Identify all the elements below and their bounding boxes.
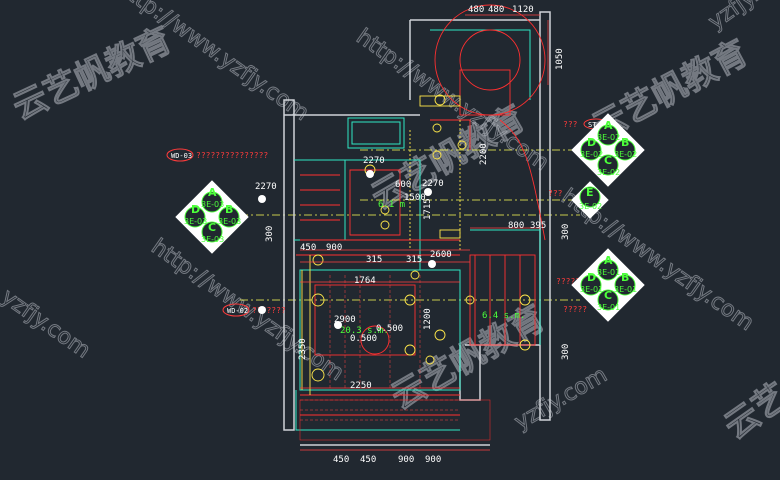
elevation-symbol-right-mid[interactable]: E 3E-02 (571, 181, 609, 219)
symbol-rt-code-3: 3E-02 (614, 150, 637, 159)
level-label-1: 0.500 (350, 334, 377, 344)
symbol-left-code-3: 3E-03 (218, 217, 241, 226)
symbol-rb-right: B (621, 271, 629, 284)
dim-1200: 1200 (423, 308, 433, 330)
symbol-rb-code-4: 3E-01 (597, 303, 620, 312)
dim-bottom-2: 450 (360, 455, 376, 465)
dim-2270-center: 2270 (363, 156, 385, 166)
watermark-url-short: yzfjy.com (0, 284, 95, 363)
symbol-left-code-1: 3E-03 (201, 200, 224, 209)
tag-wd03-label: WD-03 (171, 152, 192, 160)
symbol-rb-bottom: C (604, 289, 612, 302)
note-q1: ??? (563, 120, 578, 129)
watermark-cn: 云艺帆教育 (7, 20, 178, 128)
level-label-2: 0.500 (376, 324, 403, 334)
symbol-rt-left: D (587, 136, 596, 149)
symbol-rb-code-1: 3E-01 (597, 268, 620, 277)
watermark-fragment: 云艺 (717, 376, 780, 448)
dim-1715: 1715 (423, 198, 433, 220)
level-markers (258, 170, 436, 329)
dim-450: 450 (300, 243, 316, 253)
dim-300-right-top: 300 (561, 224, 571, 240)
dim-315-a: 315 (366, 255, 382, 265)
dim-2600: 2600 (430, 250, 452, 260)
dim-bottom-3: 900 (398, 455, 414, 465)
dim-1764: 1764 (354, 276, 376, 286)
dim-2200: 2200 (479, 143, 489, 165)
symbol-rm-letter: E (586, 186, 594, 199)
dim-900: 900 (326, 243, 342, 253)
symbol-left-bottom: C (208, 221, 216, 234)
tag-wd02[interactable]: WD-02 ??????? (222, 303, 286, 317)
dim-top-2: 480 (488, 5, 504, 15)
dim-top-1: 480 (468, 5, 484, 15)
elevation-symbol-left[interactable]: A D B C 3E-03 3E-03 3E-03 3E-03 (175, 180, 249, 254)
area-label-bath: 6.1 m (378, 200, 405, 210)
symbol-rb-code-3: 3E-01 (614, 285, 637, 294)
elevation-symbol-right-top[interactable]: A D B C 3E-02 3E-02 3E-02 3E-02 (571, 113, 645, 187)
symbol-left-left: D (191, 203, 200, 216)
note-q3: ????? (563, 305, 587, 314)
floor-pattern-dots (299, 399, 491, 441)
watermark-url-short: yzfjy.com (704, 0, 780, 35)
symbol-left-top: A (208, 186, 217, 199)
dim-bottom-4: 900 (425, 455, 441, 465)
symbol-left-right: B (225, 203, 233, 216)
dim-1500: 1500 (404, 193, 426, 203)
dim-2250: 2250 (350, 381, 372, 391)
symbol-rt-code-2: 3E-02 (580, 150, 603, 159)
interior-partitions (294, 29, 541, 431)
dim-1050: 1050 (555, 48, 565, 70)
dim-300-right-bottom: 300 (561, 344, 571, 360)
symbol-left-code-2: 3E-03 (184, 217, 207, 226)
tag-wd02-note: ??????? (252, 306, 286, 315)
note-q4: ????? (556, 277, 580, 286)
dim-top-3: 1120 (512, 5, 534, 15)
dim-2270-left: 2270 (255, 182, 277, 192)
electrical-symbols (301, 94, 531, 395)
dim-bottom-1: 450 (333, 455, 349, 465)
tag-wd03[interactable]: WD-03 ??????????????? (166, 148, 268, 162)
symbol-rm-code: 3E-02 (579, 202, 602, 211)
dim-2350: 2350 (298, 338, 308, 360)
area-label-bedroom: 6.4 s.m. (482, 311, 525, 321)
watermark-url-short: yzfjy.com (511, 362, 612, 435)
dim-315-b: 315 (406, 255, 422, 265)
dim-600: 600 (395, 180, 411, 190)
dimension-lines (300, 14, 549, 451)
dim-2900: 2900 (334, 315, 356, 325)
symbol-rt-code-1: 3E-02 (597, 133, 620, 142)
elevation-symbol-right-bottom[interactable]: A D B C 3E-01 3E-01 3E-01 3E-01 (571, 248, 645, 322)
symbol-rt-code-4: 3E-02 (597, 168, 620, 177)
note-q2: ??? (548, 189, 563, 198)
symbol-rt-bottom: C (604, 154, 612, 167)
symbol-rb-left: D (587, 271, 596, 284)
symbol-rb-top: A (604, 254, 613, 267)
dim-800: 800 (508, 221, 524, 231)
dim-2270-right: 2270 (422, 179, 444, 189)
dim-300-left: 300 (265, 226, 275, 242)
symbol-rt-top: A (604, 119, 613, 132)
dim-395: 395 (530, 221, 546, 231)
fixtures (296, 4, 546, 416)
axis-lines (240, 149, 600, 301)
symbol-rt-right: B (621, 136, 629, 149)
area-label-living: 20.3 s.m. (340, 326, 389, 336)
symbol-left-code-4: 3E-03 (201, 235, 224, 244)
symbol-rb-code-2: 3E-01 (580, 285, 603, 294)
tag-wd02-label: WD-02 (227, 307, 248, 315)
tag-wd03-note: ??????????????? (196, 151, 268, 160)
